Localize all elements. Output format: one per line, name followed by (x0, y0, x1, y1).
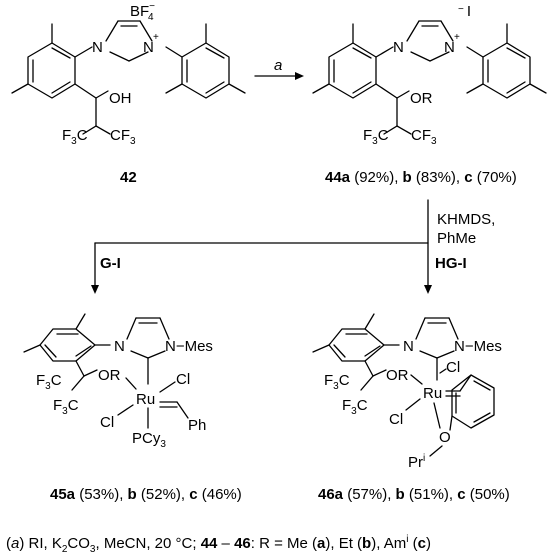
aryl-ring (312, 23, 398, 99)
benzylidene-ring (451, 374, 495, 429)
hydroxyl-label: OH (109, 90, 132, 107)
chloride-label: Cl (176, 371, 190, 388)
cf3-label: F3C (53, 397, 79, 417)
aryl-ring (23, 313, 111, 377)
solvent-label: PhMe (437, 230, 476, 247)
compound-number: 45a (53%), b (52%), c (46%) (50, 486, 242, 503)
counter-ion-iodide: −I (458, 3, 471, 20)
branch-arrows: KHMDS, PhMe G-I HG-I (91, 199, 495, 294)
nitrogen-label: N (403, 338, 414, 355)
positive-charge: + (454, 32, 460, 43)
compound-44: N N + −I OR F3C CF3 44a (92%), b (83%), … (312, 3, 547, 186)
reaction-arrow-a: a (254, 57, 304, 80)
compound-number: 46a (57%), b (51%), c (50%) (318, 486, 510, 503)
imidazolium-ring (105, 20, 153, 62)
imidazolylidene-ring (126, 317, 170, 385)
cf3-label: F3C (36, 372, 62, 392)
cf3-label: F3C (363, 127, 389, 147)
oxygen-label: O (439, 429, 451, 446)
compound-number: 42 (120, 169, 137, 186)
nitrogen-label: N (393, 39, 404, 56)
caption: (a) RI, K2CO3, MeCN, 20 °C; 44 – 46: R =… (6, 534, 431, 555)
cf3-label: F3C (324, 372, 350, 392)
cf3-label: CF3 (411, 127, 437, 147)
ether-label: OR (410, 90, 433, 107)
cf3-label: F3C (62, 127, 88, 147)
counter-ion-bf4: BF−4 (130, 1, 155, 23)
imidazolylidene-ring (415, 317, 459, 381)
aryl-ring (165, 23, 246, 99)
ether-label: OR (386, 367, 409, 384)
phenyl-label: Ph (188, 417, 206, 434)
nitrogen-label: N (92, 39, 103, 56)
chloride-label: Cl (100, 414, 114, 431)
branch-label-hgi: HG-I (435, 255, 467, 272)
isopropyl-label: Pri (408, 453, 425, 471)
mes-label: N−Mes (454, 338, 502, 355)
aryl-ring (466, 23, 547, 99)
compound-46: N N−Mes Cl OR F3C F3C Ru Cl O Pri (312, 313, 510, 503)
compound-45: N N−Mes OR F3C F3C Ru Cl Cl Ph PCy3 45a … (23, 313, 242, 503)
nitrogen-label: N (143, 39, 154, 56)
reagent-label: a (274, 57, 282, 74)
cf3-label: F3C (342, 397, 368, 417)
ruthenium-label: Ru (423, 385, 442, 402)
ruthenium-label: Ru (136, 391, 155, 408)
positive-charge: + (153, 32, 159, 43)
compound-42: N N + BF−4 OH F3C CF3 42 (11, 1, 246, 186)
mes-label: N−Mes (165, 338, 213, 355)
branch-label-gi: G-I (100, 255, 121, 272)
ether-label: OR (98, 367, 121, 384)
aryl-ring (11, 23, 97, 99)
pcy3-label: PCy3 (132, 430, 166, 450)
cf3-label: CF3 (110, 127, 136, 147)
chloride-label: Cl (446, 359, 460, 376)
imidazolium-ring (406, 20, 454, 62)
base-label: KHMDS, (437, 211, 495, 228)
aryl-ring (312, 313, 400, 377)
compound-number: 44a (92%), b (83%), c (70%) (325, 169, 517, 186)
nitrogen-label: N (444, 39, 455, 56)
nitrogen-label: N (114, 338, 125, 355)
chloride-label: Cl (389, 411, 403, 428)
